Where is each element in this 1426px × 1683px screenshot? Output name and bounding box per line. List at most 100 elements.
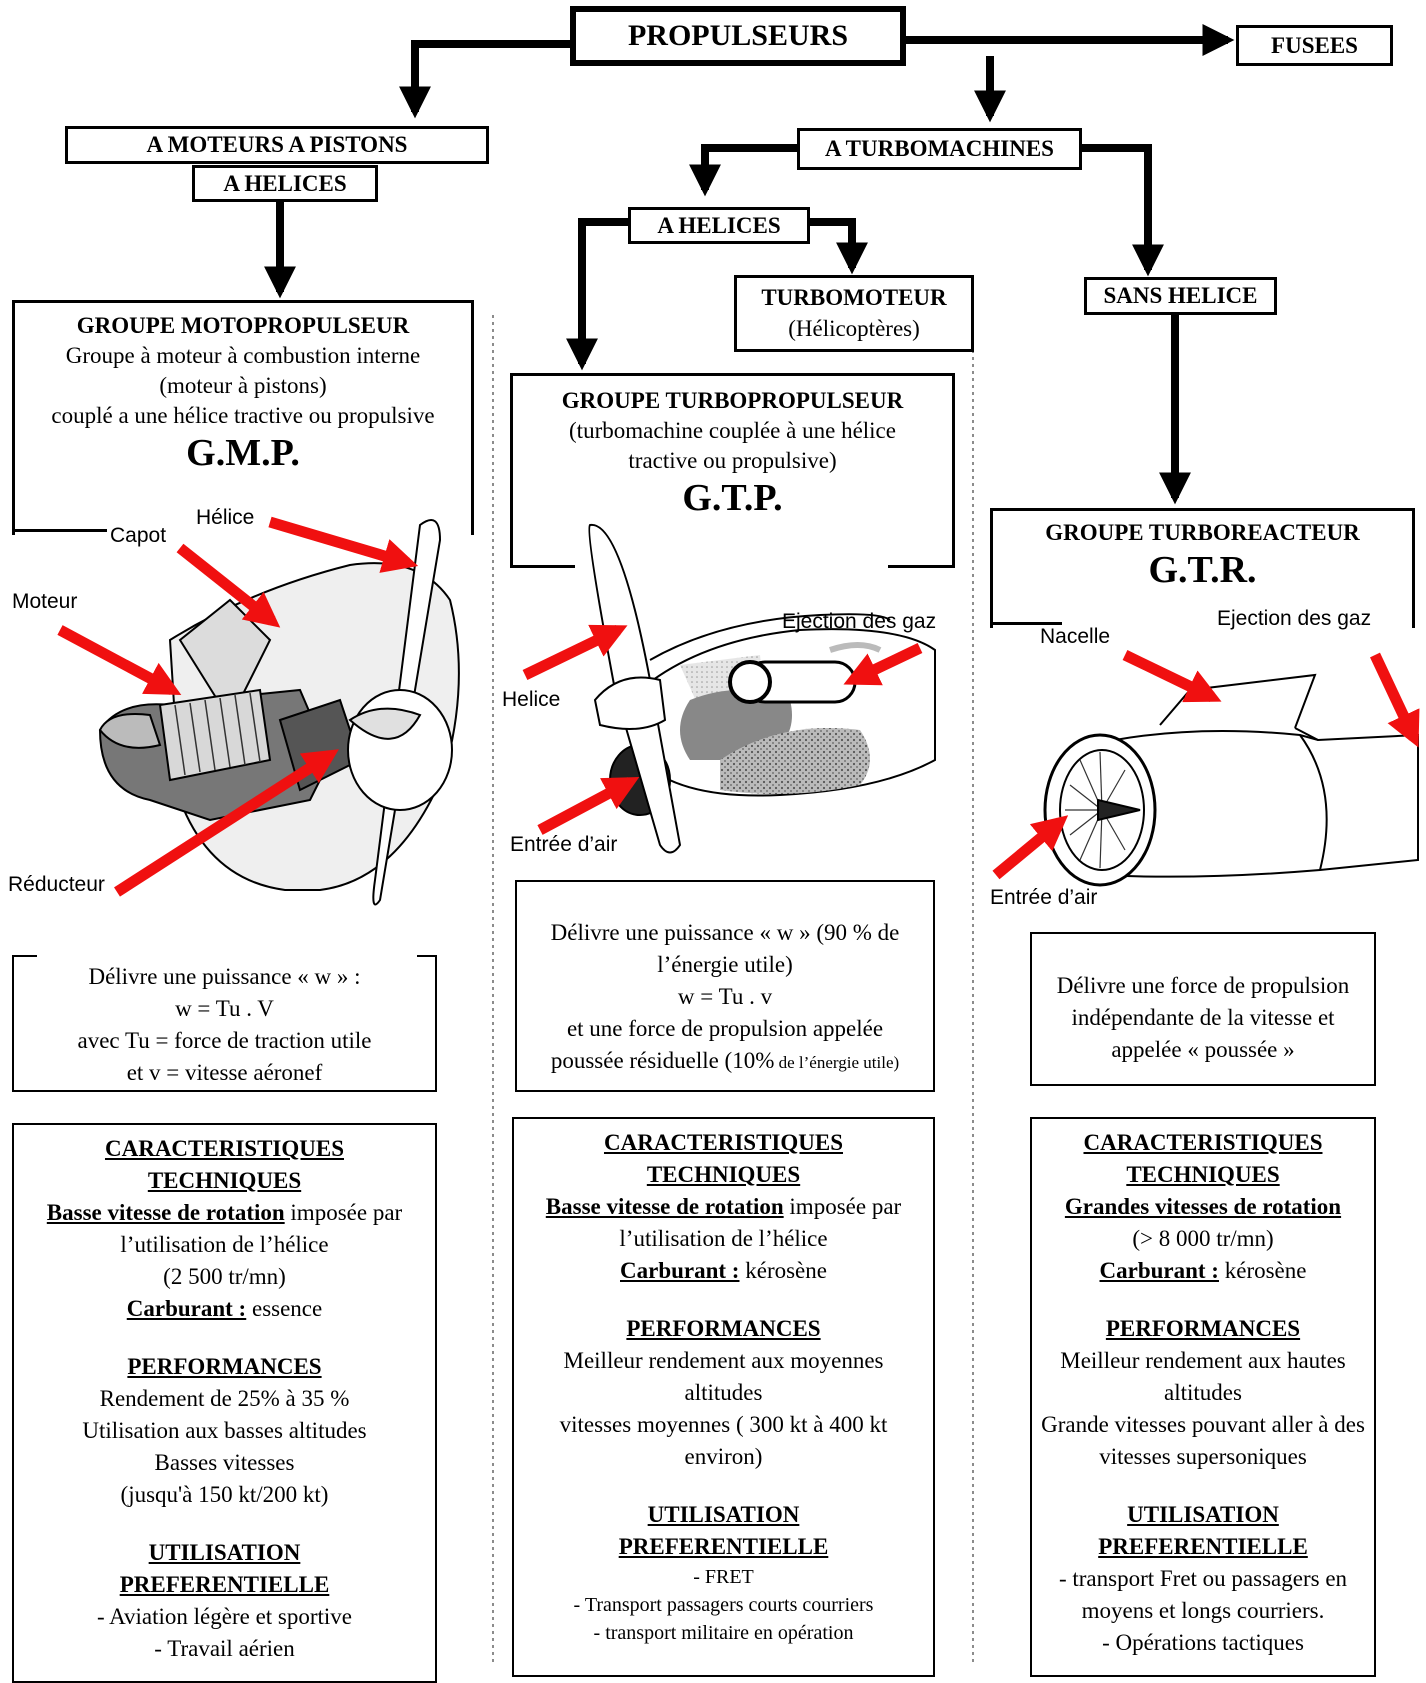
tech-heading: TECHNIQUES xyxy=(646,1162,801,1187)
use-line: - Transport passagers courts courriers xyxy=(573,1594,874,1616)
gtp-desc-1: (turbomachine couplée à une hélice xyxy=(569,418,896,443)
use-line: - FRET xyxy=(693,1566,754,1588)
gtp-power-line-2: w = Tu . v xyxy=(677,984,773,1009)
arrow-ejection-gtp xyxy=(843,643,923,686)
gmp-power-line: et v = vitesse aéronef xyxy=(126,1060,323,1085)
gtp-power-line-3: et une force de propulsion appelée xyxy=(566,1016,884,1041)
connector-to-sans-helice xyxy=(1075,144,1164,277)
arrow-entree-gtr xyxy=(992,815,1069,880)
gmp-power-box: Délivre une puissance « w » : w = Tu . V… xyxy=(12,955,437,1092)
tech-rotation: Basse vitesse de rotation imposée par l’… xyxy=(46,1200,403,1257)
tech-heading: CARACTERISTIQUES xyxy=(1083,1130,1323,1155)
gtr-power-text: Délivre une force de propulsion indépend… xyxy=(1056,973,1350,1062)
arrow-capot xyxy=(176,543,281,628)
gtr-abbr: G.T.R. xyxy=(1148,549,1257,591)
tech-heading: TECHNIQUES xyxy=(1126,1162,1280,1187)
gmp-bottom-left xyxy=(12,529,107,532)
perf-line: (jusqu'à 150 kt/200 kt) xyxy=(120,1482,329,1507)
sans-helice-box: SANS HELICE xyxy=(1084,277,1277,315)
use-line: - Travail aérien xyxy=(154,1636,295,1661)
label-moteur: Moteur xyxy=(12,590,78,613)
label-reducteur: Réducteur xyxy=(8,873,105,896)
gtp-characteristics: CARACTERISTIQUES TECHNIQUES Basse vitess… xyxy=(512,1117,935,1677)
perf-line: Meilleur rendement aux moyennes altitude… xyxy=(563,1348,884,1405)
label-entree-gtp: Entrée d’air xyxy=(510,833,618,856)
gtp-title: GROUPE TURBOPROPULSEUR xyxy=(561,388,904,413)
use-heading: UTILISATION xyxy=(647,1502,800,1527)
piston-engine-illustration xyxy=(98,519,460,906)
use-heading: PREFERENTIELLE xyxy=(119,1572,330,1597)
use-heading: UTILISATION xyxy=(1127,1502,1279,1527)
arrow-ejection-gtr xyxy=(1370,652,1420,748)
turbo-helices-box: A HELICES xyxy=(628,207,810,244)
tech-fuel: Carburant : essence xyxy=(126,1296,323,1321)
label-entree-gtr: Entrée d’air xyxy=(990,886,1098,909)
use-line: - Opérations tactiques xyxy=(1102,1630,1304,1655)
turbomoteur-title: TURBOMOTEUR xyxy=(761,285,947,310)
label-capot: Capot xyxy=(110,524,167,547)
gtp-power-line-1: Délivre une puissance « w » (90 % de l’é… xyxy=(550,920,900,977)
perf-heading: PERFORMANCES xyxy=(127,1354,322,1379)
use-line: - Aviation légère et sportive xyxy=(96,1604,353,1629)
gtr-characteristics: CARACTERISTIQUES TECHNIQUES Grandes vite… xyxy=(1030,1117,1376,1677)
tech-fuel: Carburant : kérosène xyxy=(620,1258,827,1283)
propulseurs-box: PROPULSEURS xyxy=(570,6,906,66)
label-ejection-gtp: Ejection des gaz xyxy=(782,610,937,633)
column-separators xyxy=(492,315,974,1665)
tech-rotation: Basse vitesse de rotation imposée par l’… xyxy=(545,1194,902,1251)
perf-line: Meilleur rendement aux hautes altitudes xyxy=(1060,1348,1346,1405)
gmp-power-line: avec Tu = force de traction utile xyxy=(77,1028,372,1053)
turbojet-illustration xyxy=(1043,673,1419,887)
gtr-power-box: Délivre une force de propulsion indépend… xyxy=(1030,932,1376,1086)
gtp-header: GROUPE TURBOPROPULSEUR (turbomachine cou… xyxy=(510,373,955,568)
gtp-desc-2: tractive ou propulsive) xyxy=(628,448,837,473)
arrow-moteur xyxy=(57,625,182,695)
label-nacelle: Nacelle xyxy=(1040,625,1111,648)
perf-line: Utilisation aux basses altitudes xyxy=(82,1418,367,1443)
gtr-bottom-left xyxy=(990,622,1062,625)
perf-heading: PERFORMANCES xyxy=(626,1316,821,1341)
arrow-reducteur xyxy=(114,749,339,897)
connector-to-gtp xyxy=(566,218,628,371)
gmp-power-top-right xyxy=(417,955,437,957)
gtp-power-line-4: poussée résiduelle (10% de l’énergie uti… xyxy=(550,1048,900,1073)
perf-line: Grande vitesses pouvant aller à des vite… xyxy=(1041,1412,1365,1469)
use-heading: PREFERENTIELLE xyxy=(618,1534,829,1559)
connector-lines xyxy=(264,24,1235,505)
red-arrows xyxy=(57,516,1420,897)
gtr-header: GROUPE TURBOREACTEUR G.T.R. xyxy=(990,508,1415,628)
connector-to-helices xyxy=(689,144,800,197)
label-helice: Hélice xyxy=(196,506,255,529)
label-ejection-gtr: Ejection des gaz xyxy=(1217,607,1372,630)
perf-heading: PERFORMANCES xyxy=(1105,1316,1301,1341)
gtr-title: GROUPE TURBOREACTEUR xyxy=(1045,520,1360,545)
connector-to-pistons xyxy=(399,40,575,119)
pistons-box: A MOTEURS A PISTONS xyxy=(65,126,489,164)
perf-line: Rendement de 25% à 35 % xyxy=(99,1386,350,1411)
gtp-abbr: G.T.P. xyxy=(682,477,783,519)
gmp-header: GROUPE MOTOPROPULSEUR Groupe à moteur à … xyxy=(12,300,474,535)
use-heading: UTILISATION xyxy=(148,1540,301,1565)
gmp-desc-3: couplé a une hélice tractive ou propulsi… xyxy=(51,403,435,428)
perf-line: Basses vitesses xyxy=(154,1450,295,1475)
arrow-nacelle xyxy=(1122,650,1222,703)
gmp-desc-2: (moteur à pistons) xyxy=(159,373,327,398)
use-line: - transport militaire en opération xyxy=(593,1622,854,1644)
turbomachines-box: A TURBOMACHINES xyxy=(797,128,1082,170)
use-line: - transport Fret ou passagers en moyens … xyxy=(1058,1566,1348,1623)
use-heading: PREFERENTIELLE xyxy=(1098,1534,1308,1559)
gmp-abbr: G.M.P. xyxy=(186,432,300,474)
tech-heading: CARACTERISTIQUES xyxy=(603,1130,843,1155)
turboprop-illustration xyxy=(588,523,936,854)
gtp-bottom-left xyxy=(510,565,575,568)
label-helice-gtp: Helice xyxy=(502,688,561,711)
arrow-helice xyxy=(268,516,419,573)
arrow-entree-gtp xyxy=(537,777,640,835)
gmp-characteristics: CARACTERISTIQUES TECHNIQUES Basse vitess… xyxy=(12,1123,437,1683)
tech-fuel: Carburant : kérosène xyxy=(1099,1258,1307,1283)
tech-rotation: Grandes vitesses de rotation xyxy=(1064,1194,1342,1219)
arrow-helice-gtp xyxy=(522,624,628,680)
fusees-box: FUSEES xyxy=(1236,25,1393,66)
turbomoteur-box: TURBOMOTEUR (Hélicoptères) xyxy=(734,275,974,352)
